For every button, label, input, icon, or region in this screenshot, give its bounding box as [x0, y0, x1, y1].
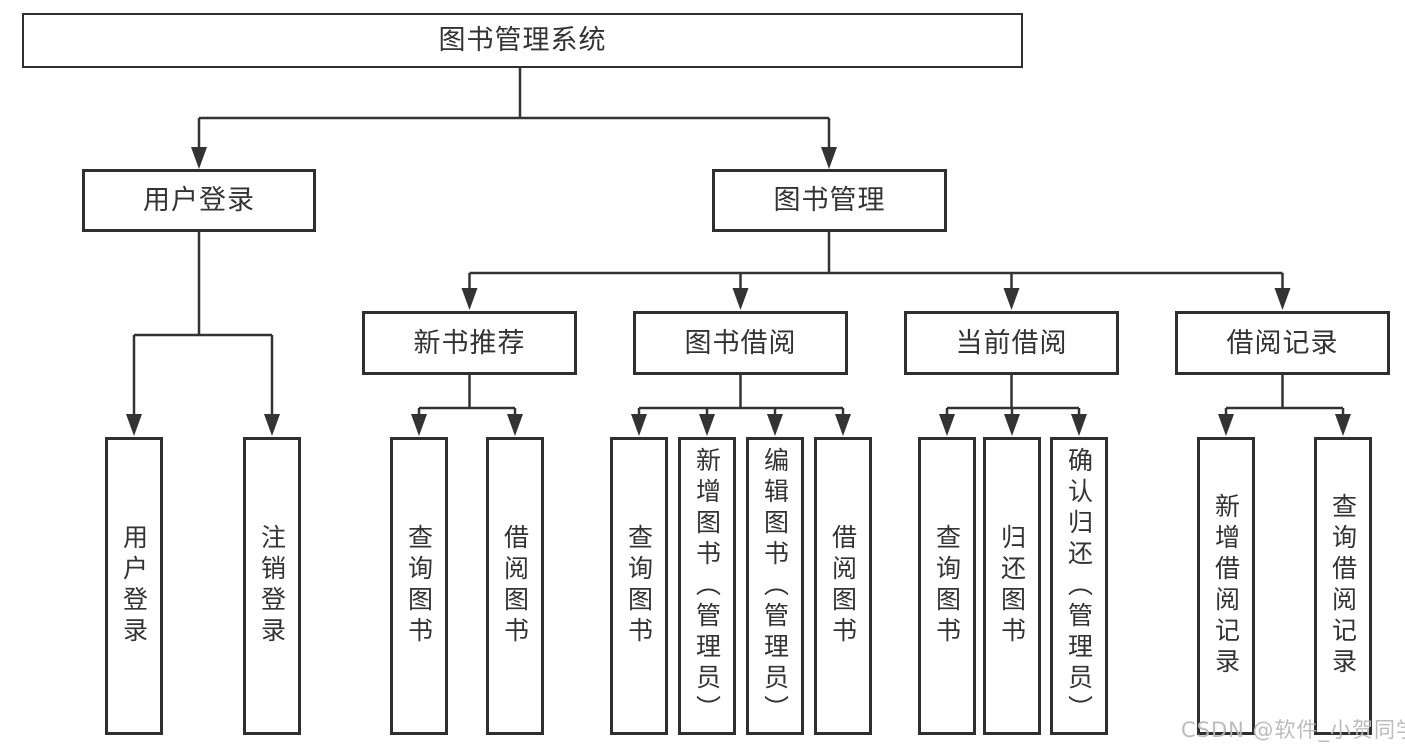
leaf-query-books-3: 查询图书 — [918, 437, 976, 735]
node-user-login: 用户登录 — [82, 169, 316, 232]
node-new-book-recommend: 新书推荐 — [362, 311, 577, 375]
leaf-borrow-books-1: 借阅图书 — [486, 437, 544, 735]
leaf-return-books: 归还图书 — [983, 437, 1041, 735]
leaf-user-login: 用户登录 — [105, 437, 163, 735]
node-current-borrow: 当前借阅 — [904, 311, 1119, 375]
leaf-borrow-books-2: 借阅图书 — [814, 437, 872, 735]
node-book-borrow: 图书借阅 — [633, 311, 848, 375]
leaf-add-book-admin: 新增图书（管理员） — [678, 437, 736, 735]
leaf-logout: 注销登录 — [243, 437, 301, 735]
leaf-query-books-2: 查询图书 — [610, 437, 668, 735]
node-book-management: 图书管理 — [712, 169, 947, 232]
node-library-system: 图书管理系统 — [22, 13, 1023, 68]
arrowheads — [126, 147, 1351, 436]
leaf-add-borrow-record: 新增借阅记录 — [1197, 437, 1255, 735]
leaf-confirm-return-admin: 确认归还（管理员） — [1050, 437, 1108, 735]
leaf-edit-book-admin: 编辑图书（管理员） — [746, 437, 804, 735]
leaf-query-borrow-record: 查询借阅记录 — [1314, 437, 1372, 735]
node-borrow-records: 借阅记录 — [1175, 311, 1390, 375]
leaf-query-books-1: 查询图书 — [390, 437, 448, 735]
csdn-watermark: CSDN @软件_小贺同学 — [1181, 718, 1405, 742]
